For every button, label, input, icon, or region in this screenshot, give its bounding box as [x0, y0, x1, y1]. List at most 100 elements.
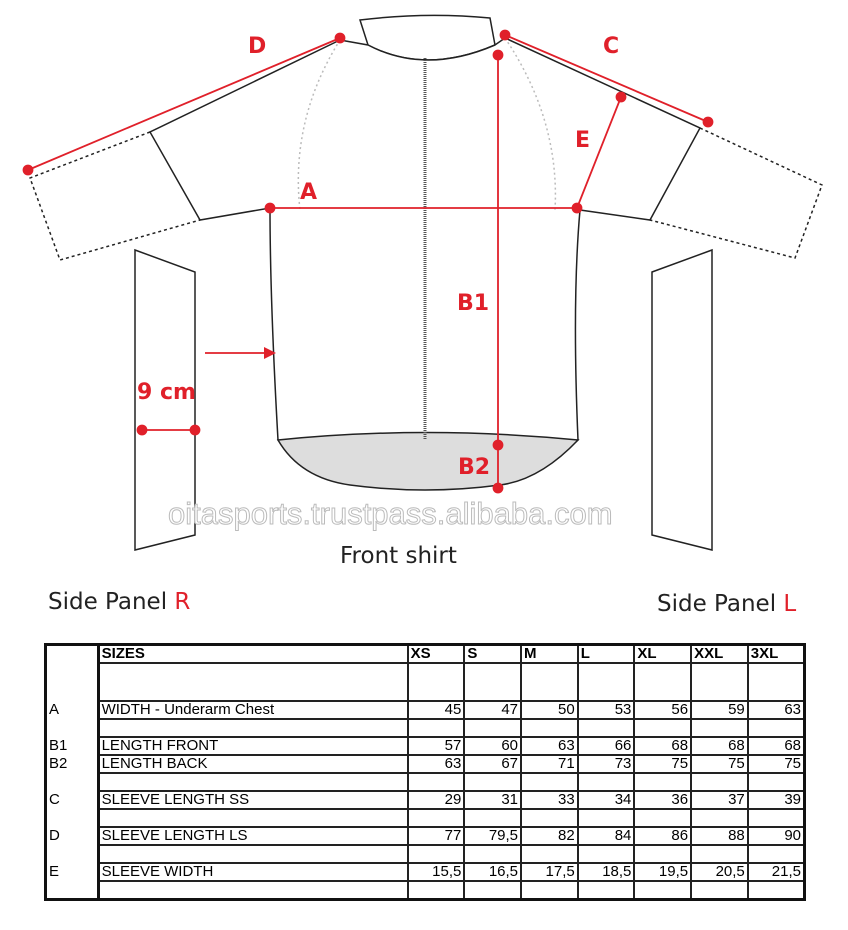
arrow-head: [264, 347, 276, 359]
empty-cell: [463, 662, 523, 702]
row-name: LENGTH BACK: [97, 754, 409, 774]
row-name: SLEEVE LENGTH SS: [97, 790, 409, 810]
row-value: 16,5: [463, 862, 523, 882]
side-panel-l-caption: Side Panel L: [657, 590, 796, 618]
caption-text: Side Panel: [48, 589, 175, 615]
table-header-row: SIZES XS S M L XL XXL 3XL: [44, 643, 806, 664]
empty-cell: [746, 718, 806, 738]
empty-cell: [520, 662, 579, 702]
empty-cell: [406, 772, 466, 792]
empty-cell: [633, 844, 693, 864]
empty-cell: [520, 880, 579, 901]
row-key: E: [44, 863, 100, 881]
empty-cell: [463, 808, 523, 828]
empty-cell: [576, 662, 636, 702]
size-header: 3XL: [746, 643, 806, 664]
empty-cell: [690, 844, 749, 864]
row-value: 68: [690, 736, 749, 756]
empty-cell: [520, 718, 579, 738]
left-seam: [297, 39, 341, 211]
row-value: 75: [690, 754, 749, 774]
measure-c: [504, 34, 709, 123]
row-key: D: [44, 827, 100, 845]
empty-cell: [406, 718, 466, 738]
empty-cell: [97, 808, 409, 828]
empty-cell: [690, 662, 749, 702]
empty-cell: [576, 808, 636, 828]
empty-cell: [576, 880, 636, 901]
watermark: oitasports.trustpass.alibaba.com: [168, 496, 614, 532]
empty-cell: [463, 772, 523, 792]
row-value: 84: [576, 826, 636, 846]
empty-cell: [576, 772, 636, 792]
empty-cell: [97, 880, 409, 901]
empty-cell: [746, 772, 806, 792]
size-header: S: [463, 643, 523, 664]
hem-band: [276, 431, 580, 491]
row-value: 31: [463, 790, 523, 810]
key-cell: [44, 644, 100, 663]
label-a: A: [300, 180, 318, 205]
key-cell: [44, 881, 100, 900]
empty-cell: [520, 772, 579, 792]
empty-cell: [690, 880, 749, 901]
sizes-header: SIZES: [97, 643, 409, 664]
empty-cell: [406, 844, 466, 864]
side-panel-l: [651, 248, 713, 551]
row-value: 17,5: [520, 862, 579, 882]
jersey-diagram: [22, 14, 823, 551]
row-name: WIDTH - Underarm Chest: [97, 700, 409, 720]
measure-d: [27, 37, 341, 171]
empty-cell: [97, 772, 409, 792]
table-spacer-row: [44, 772, 806, 792]
row-value: 18,5: [576, 862, 636, 882]
row-value: 90: [746, 826, 806, 846]
row-value: 21,5: [746, 862, 806, 882]
row-value: 77: [406, 826, 466, 846]
row-value: 15,5: [406, 862, 466, 882]
row-name: SLEEVE LENGTH LS: [97, 826, 409, 846]
empty-cell: [746, 808, 806, 828]
key-cell: [44, 719, 100, 737]
empty-cell: [463, 718, 523, 738]
row-value: 63: [746, 700, 806, 720]
row-value: 37: [690, 790, 749, 810]
empty-cell: [746, 662, 806, 702]
right-seam: [504, 37, 557, 211]
empty-cell: [690, 772, 749, 792]
measure-e: [576, 96, 622, 209]
row-value: 63: [406, 754, 466, 774]
empty-cell: [633, 662, 693, 702]
row-value: 63: [520, 736, 579, 756]
row-value: 50: [520, 700, 579, 720]
row-value: 36: [633, 790, 693, 810]
row-value: 59: [690, 700, 749, 720]
label-c: C: [603, 34, 620, 59]
empty-cell: [406, 808, 466, 828]
empty-cell: [406, 662, 466, 702]
empty-cell: [463, 844, 523, 864]
empty-cell: [633, 718, 693, 738]
row-value: 57: [406, 736, 466, 756]
key-cell: [44, 845, 100, 863]
label-d: D: [248, 34, 267, 59]
caption-letter: R: [174, 589, 191, 615]
empty-cell: [406, 880, 466, 901]
table-spacer-row: [44, 808, 806, 828]
row-value: 88: [690, 826, 749, 846]
right-long-sleeve-extension: [649, 127, 823, 259]
row-value: 68: [746, 736, 806, 756]
label-b1: B1: [457, 291, 490, 316]
empty-cell: [576, 718, 636, 738]
table-spacer-row: [44, 844, 806, 864]
row-value: 60: [463, 736, 523, 756]
empty-cell: [97, 662, 409, 702]
row-value: 47: [463, 700, 523, 720]
label-9cm: 9 cm: [137, 380, 196, 405]
row-name: LENGTH FRONT: [97, 736, 409, 756]
empty-cell: [97, 844, 409, 864]
row-value: 75: [746, 754, 806, 774]
key-cell: [44, 773, 100, 791]
